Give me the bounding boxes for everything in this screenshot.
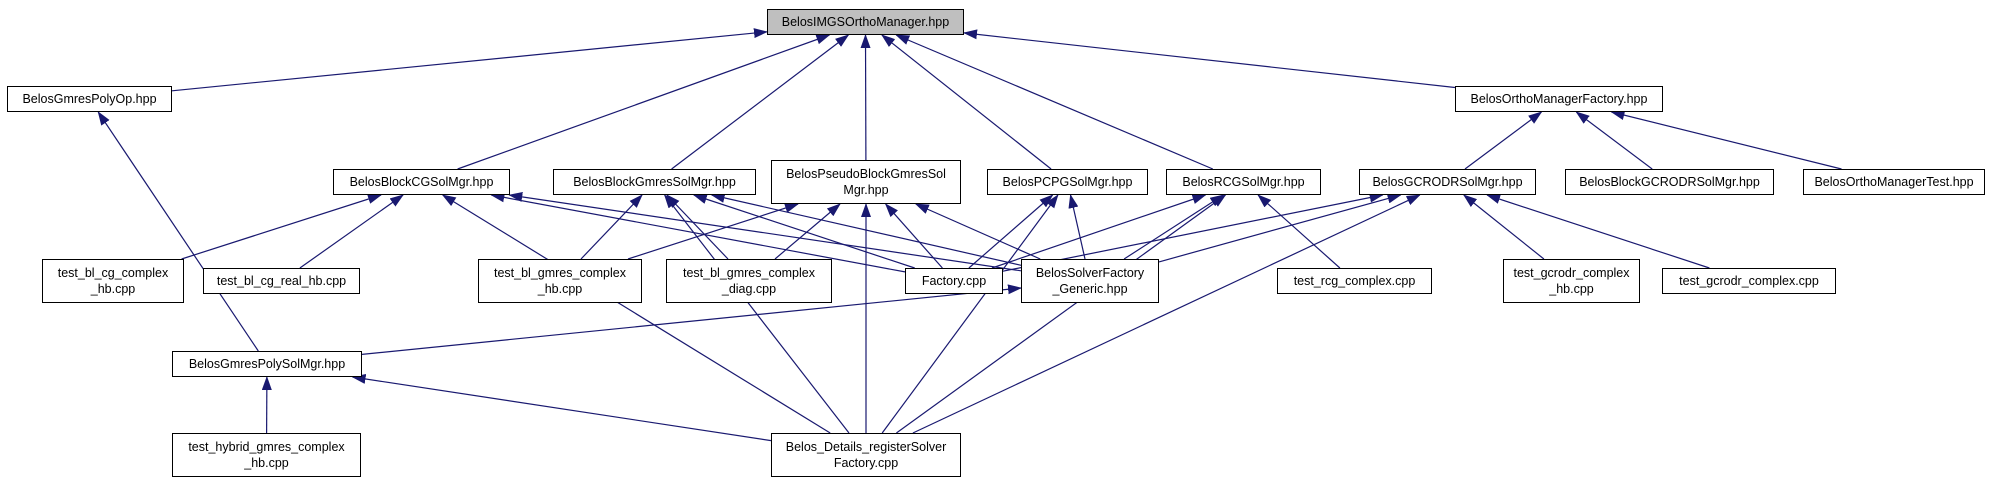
edge-register_solver-to-gcrodr [912, 194, 1421, 434]
node-belos-pcpg-sol-mgr[interactable]: BelosPCPGSolMgr.hpp [987, 169, 1148, 195]
edge-register_solver-to-block_cg [441, 194, 831, 434]
edge-test_bl_cg_real_hb-to-block_cg [299, 194, 404, 269]
edge-ortho_factory-to-root [963, 29, 1456, 89]
node-belos-rcg-sol-mgr[interactable]: BelosRCGSolMgr.hpp [1166, 169, 1321, 195]
edge-solver_factory_generic-to-pcpg [1068, 194, 1086, 260]
edge-test_rcg_complex-to-rcg [1257, 194, 1341, 269]
node-belos-ortho-manager-factory[interactable]: BelosOrthoManagerFactory.hpp [1455, 86, 1663, 112]
edge-register_solver-to-pcpg [881, 194, 1059, 434]
node-test-hybrid-gmres-complex-hb[interactable]: test_hybrid_gmres_complex _hb.cpp [172, 433, 361, 477]
edge-gmres_poly_solmgr-to-gmres_poly_op [97, 111, 259, 352]
edge-factory_cpp-to-block_gmres [692, 194, 915, 269]
edge-test_bl_gmres_complex_hb-to-pseudo_block_gmres [627, 203, 799, 260]
edge-test_bl_gmres_complex_diag-to-pseudo_block_gmres [774, 203, 841, 260]
node-belos-block-cg-sol-mgr[interactable]: BelosBlockCGSolMgr.hpp [333, 169, 510, 195]
edge-factory_cpp-to-pcpg [968, 194, 1054, 269]
node-test-gcrodr-complex-hb[interactable]: test_gcrodr_complex _hb.cpp [1503, 259, 1640, 303]
node-test-rcg-complex[interactable]: test_rcg_complex.cpp [1277, 268, 1432, 294]
node-belos-gmres-poly-sol-mgr[interactable]: BelosGmresPolySolMgr.hpp [172, 351, 362, 377]
node-belos-pseudo-block-gmres-sol-mgr[interactable]: BelosPseudoBlockGmresSol Mgr.hpp [771, 160, 961, 204]
edge-test_gcrodr_complex_hb-to-gcrodr [1463, 194, 1545, 260]
node-belos-imgs-ortho-manager: BelosIMGSOrthoManager.hpp [767, 9, 964, 35]
edge-test_gcrodr_complex-to-gcrodr [1486, 194, 1710, 269]
node-factory-cpp[interactable]: Factory.cpp [905, 268, 1003, 294]
edge-solver_factory_generic-to-gcrodr [1158, 193, 1402, 263]
edge-register_solver-to-block_gmres [663, 194, 850, 434]
edge-rcg-to-root [895, 34, 1214, 170]
edge-solver_factory_generic-to-rcg [1123, 194, 1225, 260]
edge-ortho_test-to-ortho_factory [1610, 110, 1842, 170]
edge-block_cg-to-root [457, 34, 831, 170]
edge-test_bl_cg_complex_hb-to-block_cg [181, 194, 382, 260]
edge-gmres_poly_solmgr-to-solver_factory_generic [361, 284, 1022, 355]
node-test-bl-cg-real-hb[interactable]: test_bl_cg_real_hb.cpp [203, 268, 360, 294]
edge-gcrodr-to-ortho_factory [1464, 111, 1543, 170]
node-test-bl-gmres-complex-hb[interactable]: test_bl_gmres_complex _hb.cpp [478, 259, 642, 303]
edge-block_gmres-to-root [671, 34, 850, 170]
node-test-bl-cg-complex-hb[interactable]: test_bl_cg_complex _hb.cpp [42, 259, 184, 303]
node-belos-solver-factory-generic[interactable]: BelosSolverFactory _Generic.hpp [1021, 259, 1159, 303]
node-test-bl-gmres-complex-diag[interactable]: test_bl_gmres_complex _diag.cpp [666, 259, 832, 303]
node-test-gcrodr-complex[interactable]: test_gcrodr_complex.cpp [1662, 268, 1836, 294]
edge-register_solver-to-rcg [896, 194, 1227, 434]
edge-solver_factory_generic-to-block_cg [508, 191, 1022, 272]
edge-register_solver-to-gmres_poly_solmgr [351, 374, 772, 442]
edge-block_gcrodr-to-ortho_factory [1575, 111, 1653, 170]
edge-solver_factory_generic-to-pseudo_block_gmres [914, 203, 1041, 260]
edge-factory_cpp-to-gcrodr [1002, 192, 1384, 272]
edge-factory_cpp-to-pseudo_block_gmres [884, 203, 943, 269]
edge-factory_cpp-to-rcg [991, 194, 1207, 269]
edge-test_bl_gmres_complex_hb-to-block_gmres [580, 194, 643, 260]
edge-factory_cpp-to-block_cg [490, 192, 906, 273]
edge-test_bl_gmres_complex_diag-to-block_gmres [666, 194, 729, 260]
node-belos-details-register-solver-factory[interactable]: Belos_Details_registerSolver Factory.cpp [771, 433, 961, 477]
node-belos-gcrodr-sol-mgr[interactable]: BelosGCRODRSolMgr.hpp [1359, 169, 1536, 195]
edge-pcpg-to-root [881, 34, 1052, 170]
node-belos-ortho-manager-test[interactable]: BelosOrthoManagerTest.hpp [1803, 169, 1985, 195]
node-belos-block-gcrodr-sol-mgr[interactable]: BelosBlockGCRODRSolMgr.hpp [1565, 169, 1774, 195]
node-belos-block-gmres-sol-mgr[interactable]: BelosBlockGmresSolMgr.hpp [553, 169, 756, 195]
node-belos-gmres-poly-op[interactable]: BelosGmresPolyOp.hpp [7, 86, 172, 112]
edge-gmres_poly_op-to-root [171, 28, 768, 92]
